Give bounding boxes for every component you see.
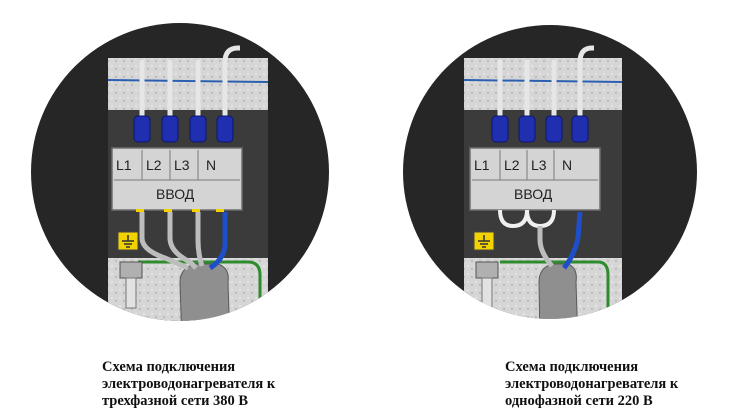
terminal-label-1: L1: [116, 157, 132, 173]
terminal-label-3: L3: [174, 157, 190, 173]
terminal-block: [469, 147, 601, 211]
terminal-connectors: [133, 115, 234, 143]
caption-line-2: электроводонагревателя к: [505, 376, 679, 392]
caption-line-2: электроводонагревателя к: [102, 376, 276, 392]
three-phase-wiring-illustration: L1 L2 L3 N ВВОД: [31, 23, 329, 321]
caption-line-1: Схема подключения: [505, 359, 639, 375]
ground-icon: [478, 235, 490, 248]
insulation-top: [108, 58, 268, 110]
terminal-label-3: L3: [531, 157, 547, 173]
caption-three-phase: Схема подключения электроводонагревателя…: [102, 359, 275, 410]
terminal-label-2: L2: [146, 157, 162, 173]
terminal-connectors: [491, 115, 589, 143]
neutral-wire: [208, 212, 228, 271]
terminal-label-4: N: [206, 157, 216, 173]
diagram-single-phase: L1 L2 L3 N ВВОД: [402, 0, 702, 345]
supply-cable: [179, 263, 231, 321]
block-label: ВВОД: [156, 186, 195, 202]
ground-icon: [122, 235, 134, 248]
caption-line-1: Схема подключения: [102, 359, 236, 375]
terminal-label-1: L1: [474, 157, 490, 173]
insulation-top: [464, 58, 622, 110]
single-phase-wiring-illustration: L1 L2 L3 N ВВОД: [403, 25, 697, 319]
diagram-three-phase: L1 L2 L3 N ВВОД: [30, 0, 330, 345]
caption-line-3: трехфазной сети 380 В: [102, 393, 249, 409]
block-label: ВВОД: [514, 186, 553, 202]
phase-wire: [537, 226, 554, 268]
ground-bolt: [119, 261, 143, 309]
ground-wire: [138, 260, 262, 321]
terminal-label-2: L2: [504, 157, 520, 173]
ground-bolt: [475, 261, 499, 309]
ground-wire: [500, 260, 610, 319]
terminal-label-4: N: [562, 157, 572, 173]
caption-single-phase: Схема подключения электроводонагревателя…: [505, 359, 678, 410]
neutral-wire: [562, 211, 583, 270]
caption-line-3: однофазной сети 220 В: [505, 393, 653, 409]
terminal-block: [111, 147, 243, 211]
supply-cable: [538, 263, 579, 319]
